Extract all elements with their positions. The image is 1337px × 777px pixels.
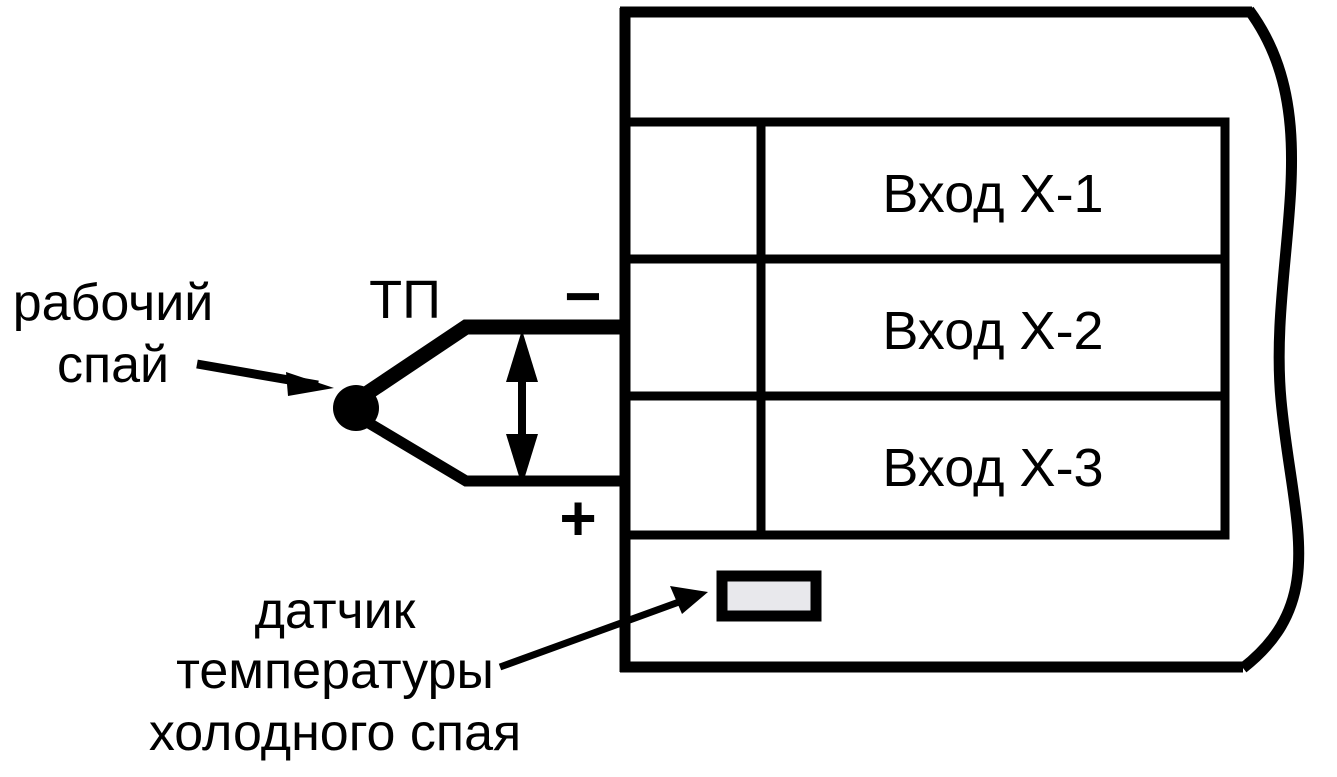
cold-junction-label-line2: температуры: [176, 642, 494, 700]
terminal-row-label-2: Вход Х-2: [882, 301, 1103, 361]
arrow-up-right-icon: [670, 586, 708, 614]
hot-junction-label-line2: спай: [57, 336, 169, 394]
terminal-block-table: Вход Х-1 Вход Х-2 Вход Х-3: [620, 117, 1230, 540]
polarity-negative-label: −: [564, 260, 601, 332]
thermocouple-negative-lead: [352, 319, 625, 407]
hot-junction-label-line1: рабочий: [13, 274, 214, 332]
cold-junction-label-line1: датчик: [255, 582, 416, 640]
junction-dot-icon: [333, 385, 379, 431]
arrow-right-icon: [286, 372, 334, 396]
terminal-row-label-3: Вход Х-3: [882, 438, 1103, 498]
break-line-icon: [1239, 6, 1305, 673]
terminal-row-label-1: Вход Х-1: [882, 164, 1103, 224]
polarity-positive-label: +: [559, 482, 596, 554]
hot-junction-callout: рабочий спай: [13, 274, 334, 396]
double-arrow-vertical-icon: [506, 330, 538, 486]
cold-junction-sensor-icon: [716, 570, 822, 622]
cold-junction-callout: датчик температуры холодного спая: [149, 582, 708, 762]
thermocouple-label: ТП: [369, 270, 441, 330]
cold-junction-arrow-shaft: [498, 594, 692, 671]
thermocouple-positive-lead: [354, 411, 625, 487]
thermocouple-leads: [333, 319, 625, 487]
cold-junction-label-line3: холодного спая: [149, 704, 521, 762]
